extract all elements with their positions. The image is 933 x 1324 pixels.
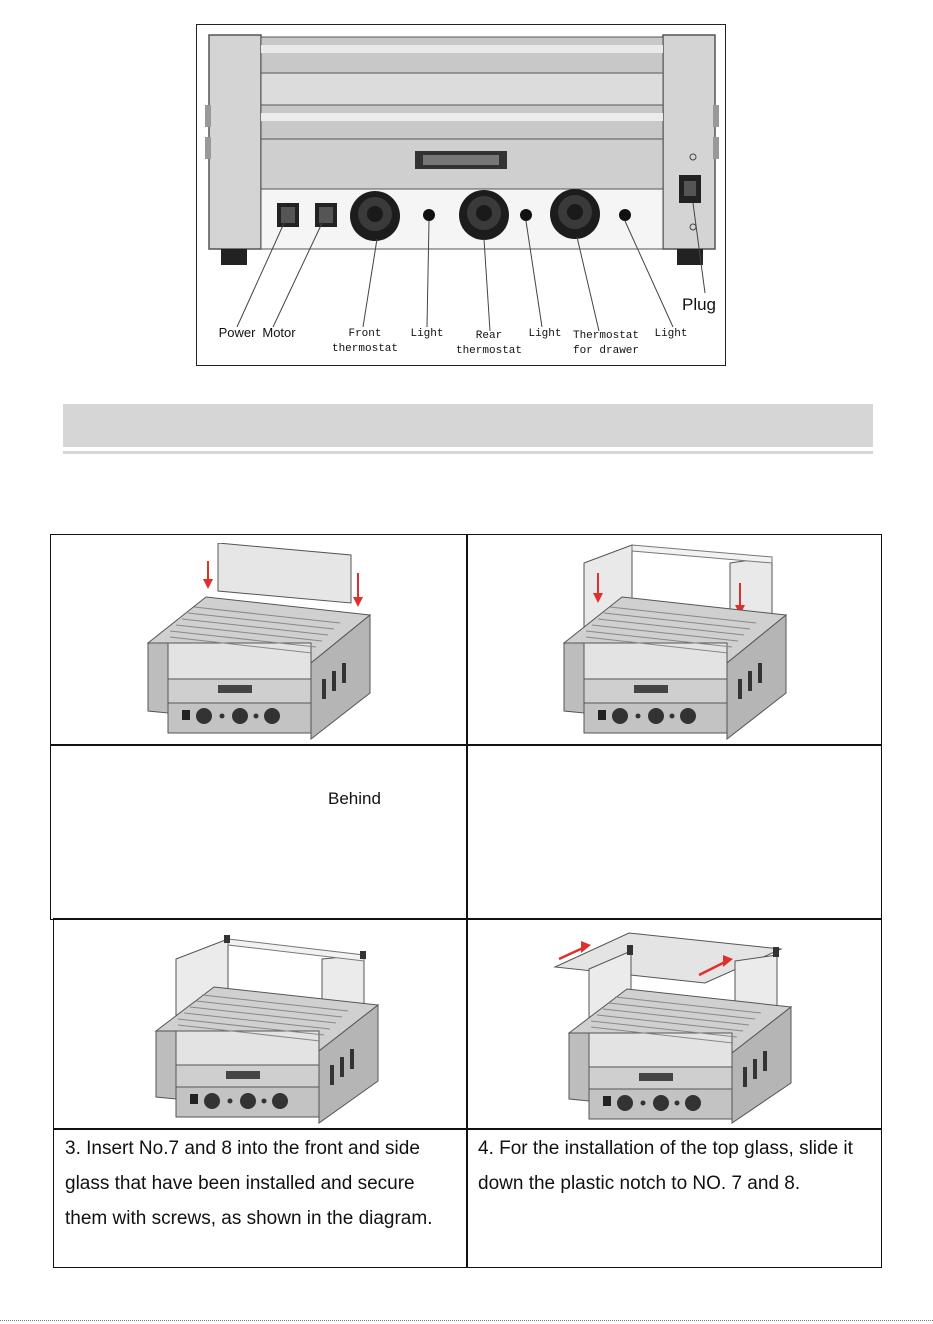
- label-thermostat-drawer-line2: for drawer: [572, 345, 639, 357]
- front-panel-drawing: [205, 34, 719, 332]
- step2-machine-illustration: [562, 544, 787, 741]
- label-light-1: Light: [410, 328, 444, 340]
- step1-machine-illustration: [146, 543, 371, 741]
- step2-figure-cell: [466, 534, 882, 746]
- label-thermostat-drawer: Thermostat for drawer: [561, 329, 651, 359]
- step3-instruction: 3. Insert No.7 and 8 into the front and …: [53, 1128, 468, 1268]
- label-light-3: Light: [654, 328, 688, 340]
- page-footer-rule: [0, 1320, 933, 1321]
- label-front-thermostat: Front thermostat: [325, 327, 405, 357]
- label-front-thermostat-line2: thermostat: [331, 343, 398, 355]
- label-plug: Plug: [681, 295, 717, 314]
- step2-text-cell: [466, 744, 882, 920]
- label-motor: Motor: [262, 325, 296, 340]
- step3-machine-illustration: [154, 935, 379, 1124]
- step4-figure-cell: [466, 918, 882, 1130]
- front-panel-figure: Power Motor Front thermostat Light Rear …: [196, 24, 726, 366]
- step3-figure-cell: [53, 918, 468, 1130]
- step4-instruction: 4. For the installation of the top glass…: [466, 1128, 882, 1268]
- step1-text-cell: Behind: [50, 744, 468, 920]
- step1-caption-fragment: Behind: [328, 789, 381, 808]
- section-divider: [63, 451, 873, 454]
- label-power: Power: [218, 325, 256, 340]
- label-front-thermostat-line1: Front: [348, 328, 382, 340]
- step4-machine-illustration: [553, 932, 793, 1124]
- label-rear-thermostat: Rear thermostat: [449, 329, 529, 359]
- label-rear-thermostat-line1: Rear: [475, 330, 503, 342]
- label-rear-thermostat-line2: thermostat: [455, 345, 522, 357]
- step1-figure-cell: [50, 534, 468, 746]
- label-light-2: Light: [528, 328, 562, 340]
- label-thermostat-drawer-line1: Thermostat: [572, 330, 639, 342]
- section-header-bar: [63, 404, 873, 447]
